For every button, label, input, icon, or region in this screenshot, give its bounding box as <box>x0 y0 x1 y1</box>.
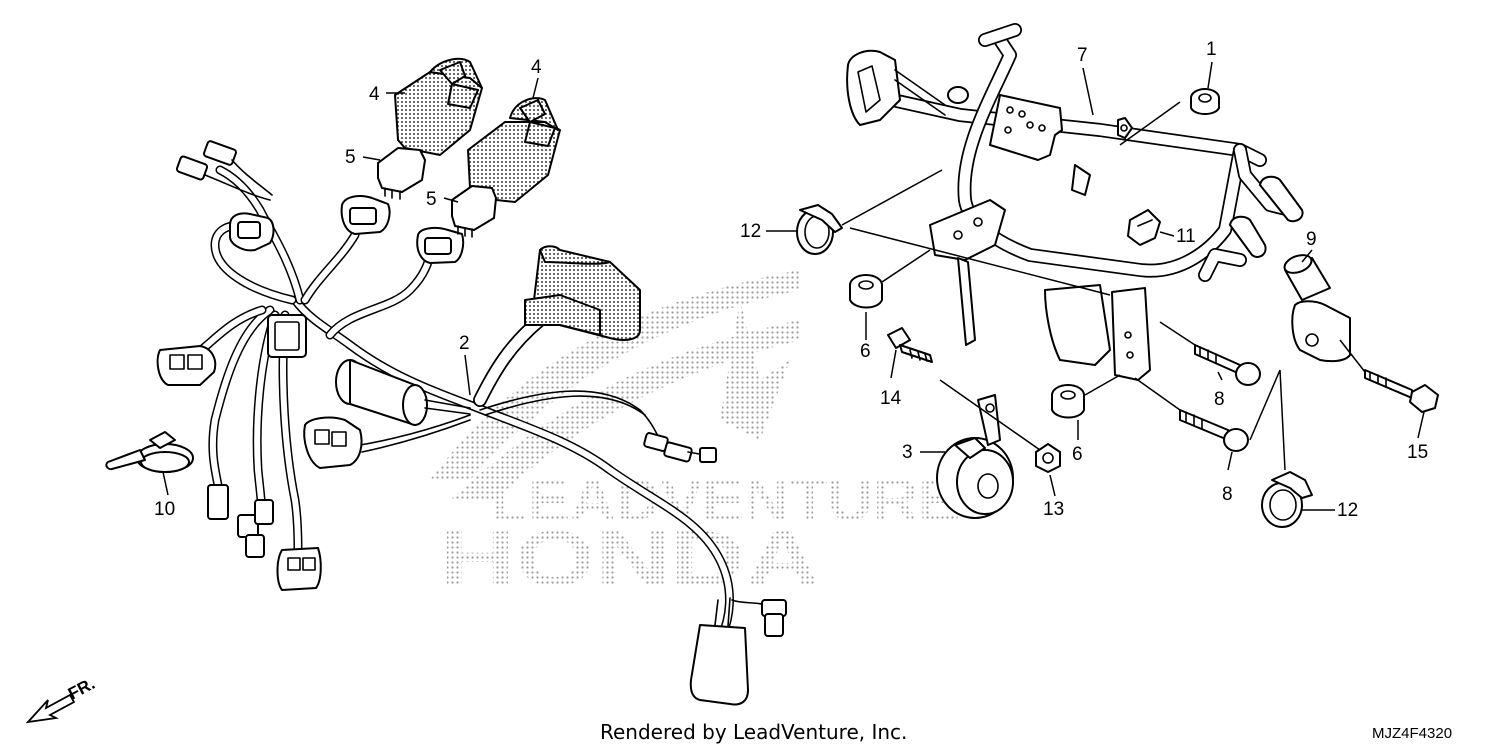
grommet-right[interactable] <box>1051 384 1085 419</box>
bolt-left[interactable] <box>887 327 933 363</box>
spacer[interactable] <box>1282 252 1331 301</box>
callout-5-left[interactable]: 5 <box>345 147 356 168</box>
callout-8-upper[interactable]: 8 <box>1214 389 1225 410</box>
callout-3[interactable]: 3 <box>902 442 913 463</box>
callout-8-lower[interactable]: 8 <box>1222 484 1233 505</box>
watermark-company: LEADVENTURE <box>490 468 960 533</box>
callout-4-left[interactable]: 4 <box>369 84 380 105</box>
watermark-wing-logo <box>430 270 800 500</box>
footer-credit: Rendered by LeadVenture, Inc. <box>600 720 907 744</box>
harness-clip-top[interactable] <box>1127 209 1161 246</box>
front-direction-indicator: FR. <box>25 674 98 724</box>
callout-5-right[interactable]: 5 <box>426 189 437 210</box>
callout-1[interactable]: 1 <box>1206 39 1217 60</box>
watermark: LEADVENTURE HONDA <box>430 270 960 602</box>
horn[interactable] <box>936 394 1014 519</box>
grommet-top[interactable] <box>1190 88 1220 115</box>
clamp-right[interactable] <box>1261 471 1313 528</box>
callout-15[interactable]: 15 <box>1407 442 1428 463</box>
relay-left[interactable] <box>377 147 426 200</box>
callout-4-right[interactable]: 4 <box>531 57 542 78</box>
socket-bolt-lower[interactable] <box>1179 409 1249 452</box>
watermark-brand: HONDA <box>440 514 820 602</box>
leader-lines <box>162 61 1425 511</box>
callout-12-right[interactable]: 12 <box>1337 500 1358 521</box>
callout-2[interactable]: 2 <box>459 333 470 354</box>
diagram-code: MJZ4F4320 <box>1372 725 1452 742</box>
relay-cover-left[interactable] <box>394 57 483 156</box>
callout-6-right[interactable]: 6 <box>1072 444 1083 465</box>
callout-7[interactable]: 7 <box>1077 45 1088 66</box>
clamp-left[interactable] <box>796 204 843 255</box>
callout-12-left[interactable]: 12 <box>740 221 761 242</box>
flange-nut[interactable] <box>1035 443 1061 473</box>
callout-6-left[interactable]: 6 <box>860 341 871 362</box>
flange-bolt-right[interactable] <box>1364 369 1439 413</box>
callout-9[interactable]: 9 <box>1306 229 1317 250</box>
front-arrow-icon <box>25 693 76 724</box>
callout-11[interactable]: 11 <box>1176 226 1196 247</box>
relay-right[interactable] <box>451 185 497 238</box>
headlight-stay-frame[interactable] <box>846 23 1351 381</box>
socket-bolt-upper[interactable] <box>1194 344 1261 386</box>
callout-10[interactable]: 10 <box>154 499 175 520</box>
callout-13[interactable]: 13 <box>1043 499 1064 520</box>
wire-harness[interactable] <box>156 140 787 706</box>
callout-labels: 1 2 3 4 4 5 5 6 6 7 8 8 9 10 11 12 12 13… <box>154 39 1428 521</box>
relay-cover-right[interactable] <box>467 97 561 203</box>
tie-band[interactable] <box>105 431 194 473</box>
callout-14[interactable]: 14 <box>880 388 902 409</box>
grommet-left[interactable] <box>849 274 883 309</box>
